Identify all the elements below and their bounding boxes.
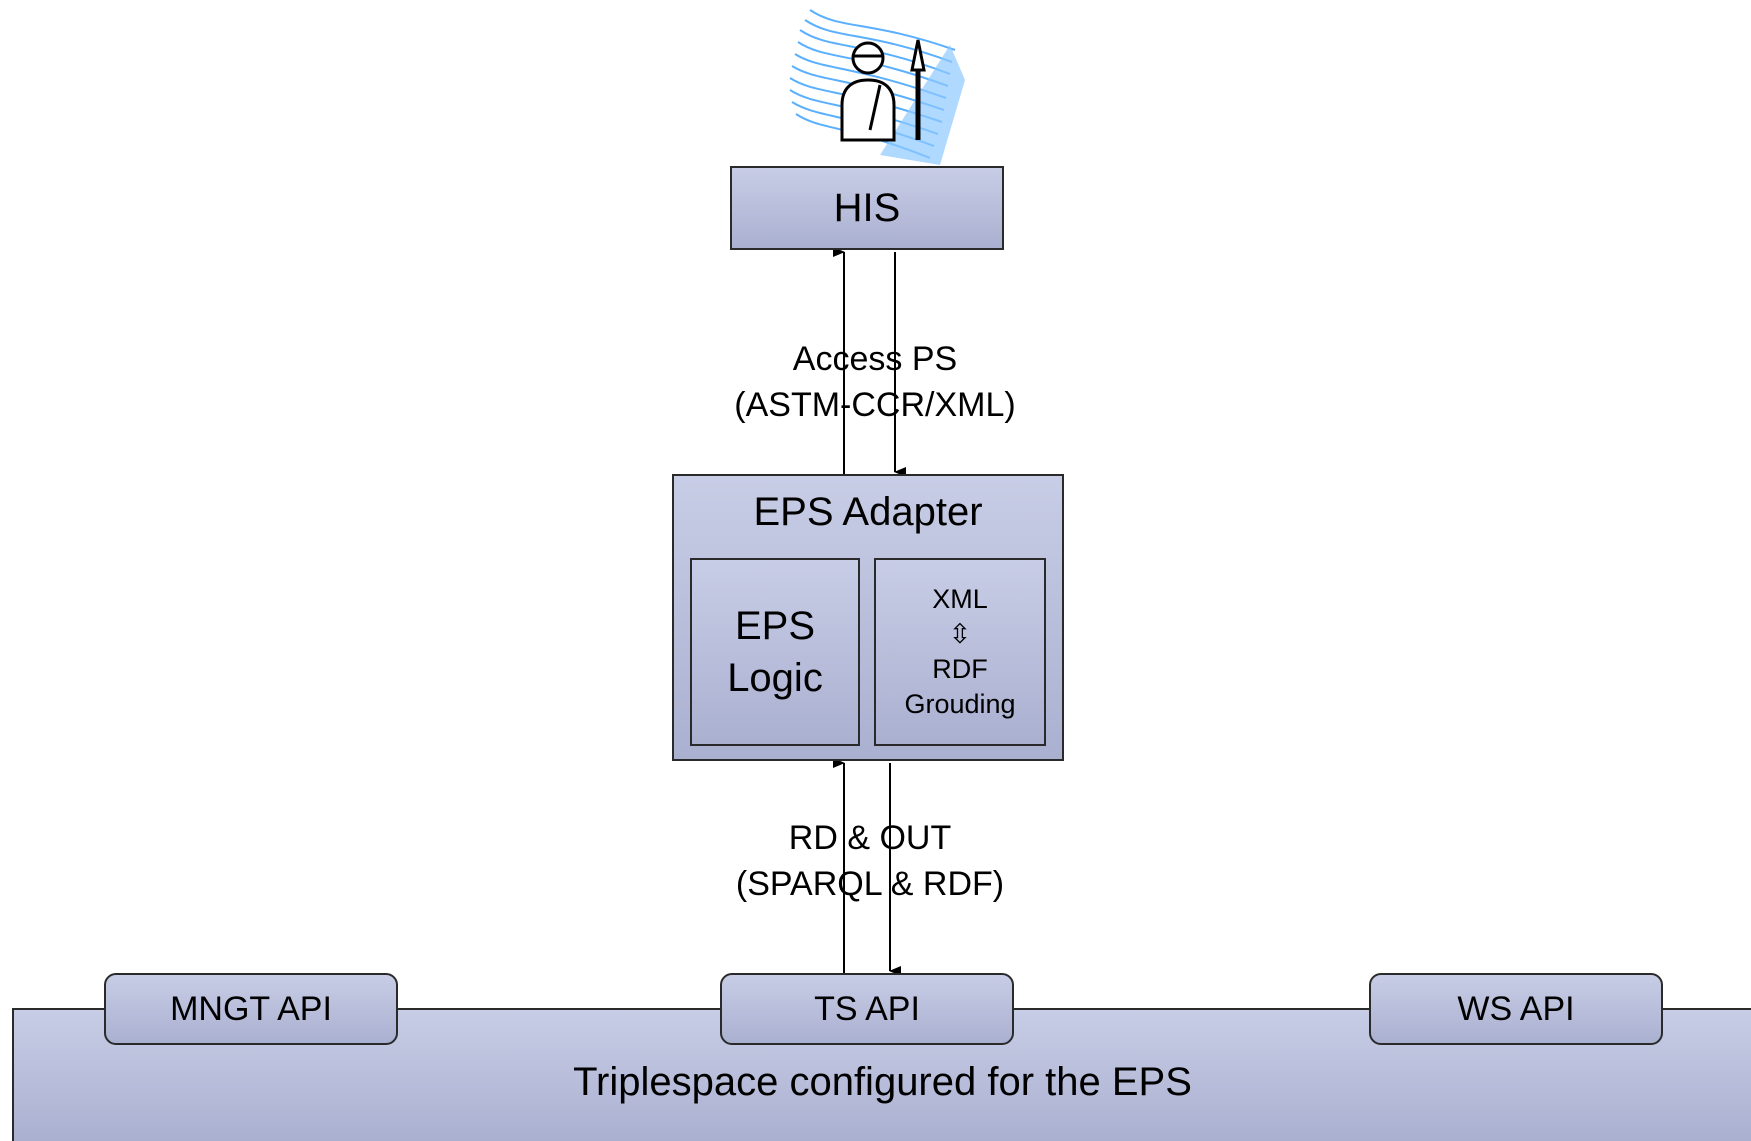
mngt-api-box: MNGT API bbox=[104, 973, 398, 1045]
ws-api-box: WS API bbox=[1369, 973, 1663, 1045]
ts-api-label: TS API bbox=[814, 989, 920, 1028]
grounding-line1: XML bbox=[932, 584, 988, 614]
eps-logic-box: EPS Logic bbox=[690, 558, 860, 746]
his-box: HIS bbox=[730, 166, 1004, 250]
lower-link-line1: RD & OUT bbox=[788, 819, 952, 857]
upper-link-line1: Access PS bbox=[792, 340, 958, 378]
upper-link-line2: (ASTM-CCR/XML) bbox=[734, 386, 1016, 424]
grounding-box: XML ⇳ RDF Grouding bbox=[874, 558, 1046, 746]
ws-api-label: WS API bbox=[1457, 989, 1575, 1028]
eps-adapter-title: EPS Adapter bbox=[753, 490, 983, 534]
his-label: HIS bbox=[833, 185, 901, 230]
upper-link-label: Access PS (ASTM-CCR/XML) bbox=[720, 336, 1030, 428]
grounding-line3: Grouding bbox=[904, 689, 1016, 719]
eps-adapter-box: EPS Adapter EPS Logic XML ⇳ RDF Grouding bbox=[672, 474, 1064, 761]
eps-logic-line2: Logic bbox=[727, 656, 823, 700]
triplespace-title: Triplespace configured for the EPS bbox=[573, 1060, 1192, 1104]
grounding-line2: RDF bbox=[932, 654, 988, 684]
eps-logic-line1: EPS bbox=[734, 604, 816, 648]
bidirectional-arrow-icon: ⇳ bbox=[948, 619, 972, 649]
lower-link-line2: (SPARQL & RDF) bbox=[735, 865, 1005, 903]
ts-api-box: TS API bbox=[720, 973, 1014, 1045]
lower-link-label: RD & OUT (SPARQL & RDF) bbox=[700, 815, 1040, 907]
mngt-api-label: MNGT API bbox=[170, 989, 332, 1028]
physician-icon bbox=[789, 9, 965, 165]
